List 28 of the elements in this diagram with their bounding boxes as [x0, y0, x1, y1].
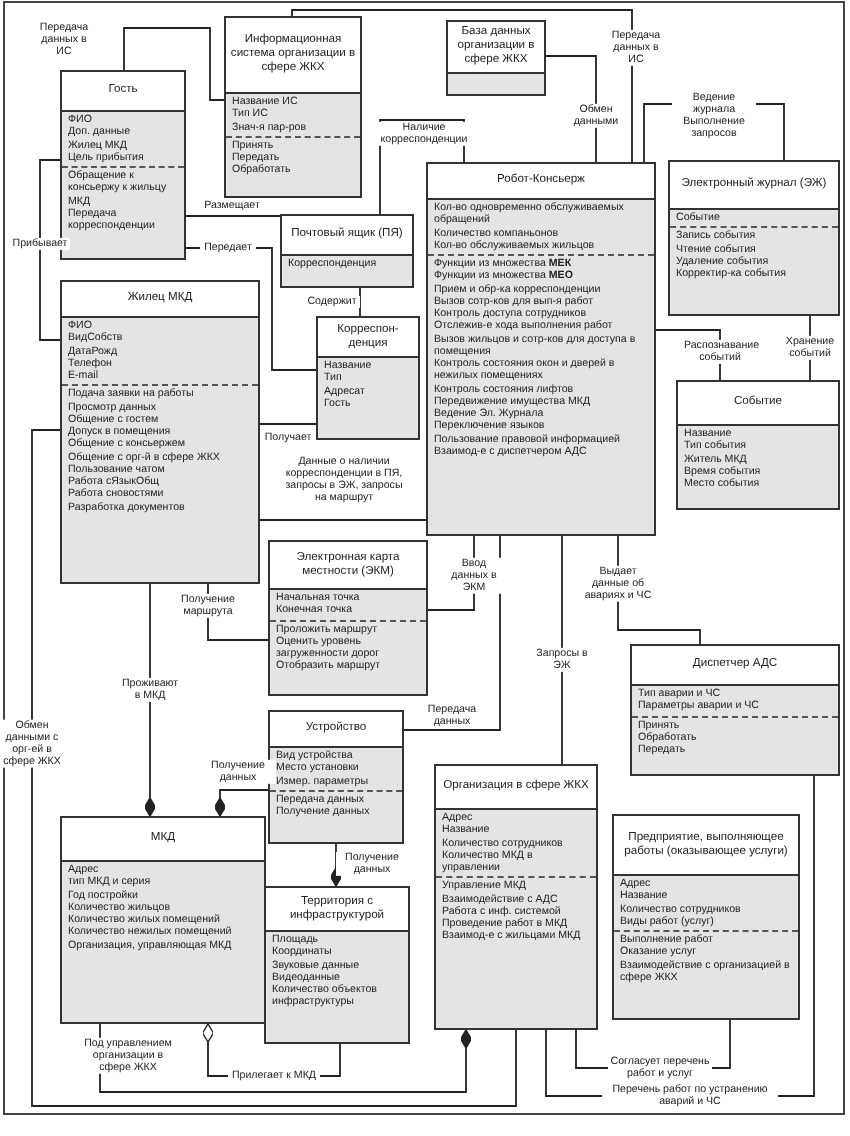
class-box: [280, 214, 414, 288]
connector-line: [259, 519, 427, 521]
connector-line: [561, 535, 563, 765]
class-box: [426, 162, 656, 536]
connector-line: [329, 843, 343, 887]
class-box: [316, 316, 420, 440]
class-box: [434, 764, 598, 1030]
class-box: [60, 280, 260, 584]
class-box: [676, 380, 840, 510]
connector-line: [291, 9, 633, 163]
connector-line: [359, 287, 361, 317]
connector-line: [99, 1023, 473, 1093]
class-box: [268, 540, 428, 696]
class-box: [264, 886, 410, 1044]
class-box: [630, 644, 840, 776]
connector-line: [213, 789, 269, 817]
class-box: [60, 816, 266, 1024]
class-box: [612, 814, 800, 1020]
connector-line: [39, 159, 61, 341]
connector-line: [31, 429, 517, 1107]
connector-line: [259, 423, 317, 425]
connector-line: [185, 215, 281, 217]
connector-line: [123, 27, 225, 101]
class-box: [224, 16, 362, 198]
class-box: [446, 20, 546, 96]
connector-line: [143, 583, 157, 817]
class-box: [668, 160, 840, 316]
class-box: [268, 710, 404, 844]
